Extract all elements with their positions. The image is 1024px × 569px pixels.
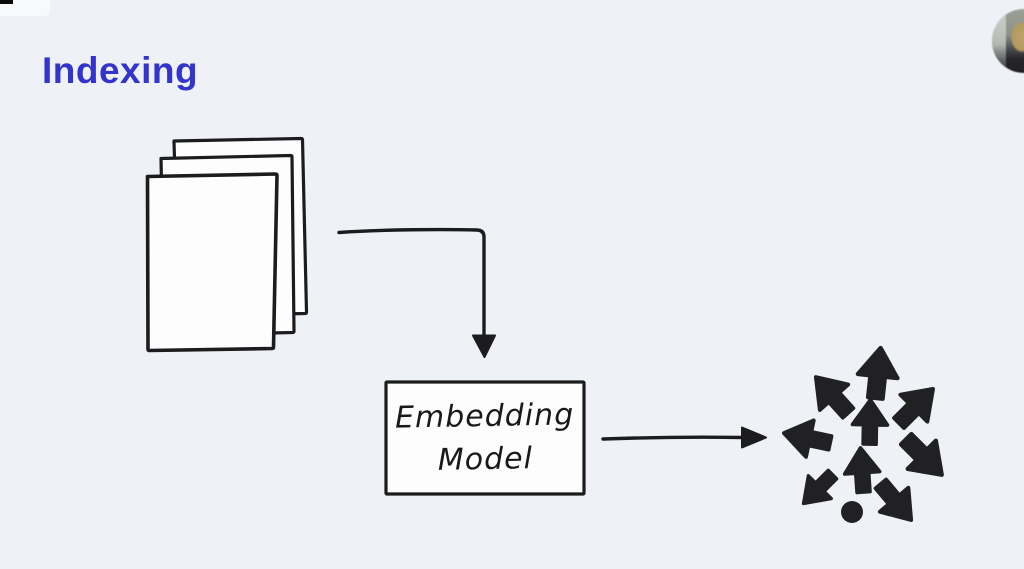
vector-arrows-icon (778, 346, 956, 534)
corner-artifact-light (0, 0, 50, 16)
corner-artifact-dark (0, 0, 13, 4)
embedding-model-box (384, 380, 586, 496)
embedding-model-label: Embedding Model (385, 380, 585, 495)
presenter-webcam (992, 9, 1024, 73)
embedding-label-line1: Embedding (394, 396, 575, 436)
embedding-label-line2: Model (437, 441, 534, 478)
embedding-to-vectors-arrow (601, 426, 767, 449)
slide-title: Indexing (42, 50, 199, 91)
vector-dot (841, 501, 863, 523)
docs-to-embedding-arrow (337, 227, 496, 358)
document-stack-icon (145, 136, 309, 353)
